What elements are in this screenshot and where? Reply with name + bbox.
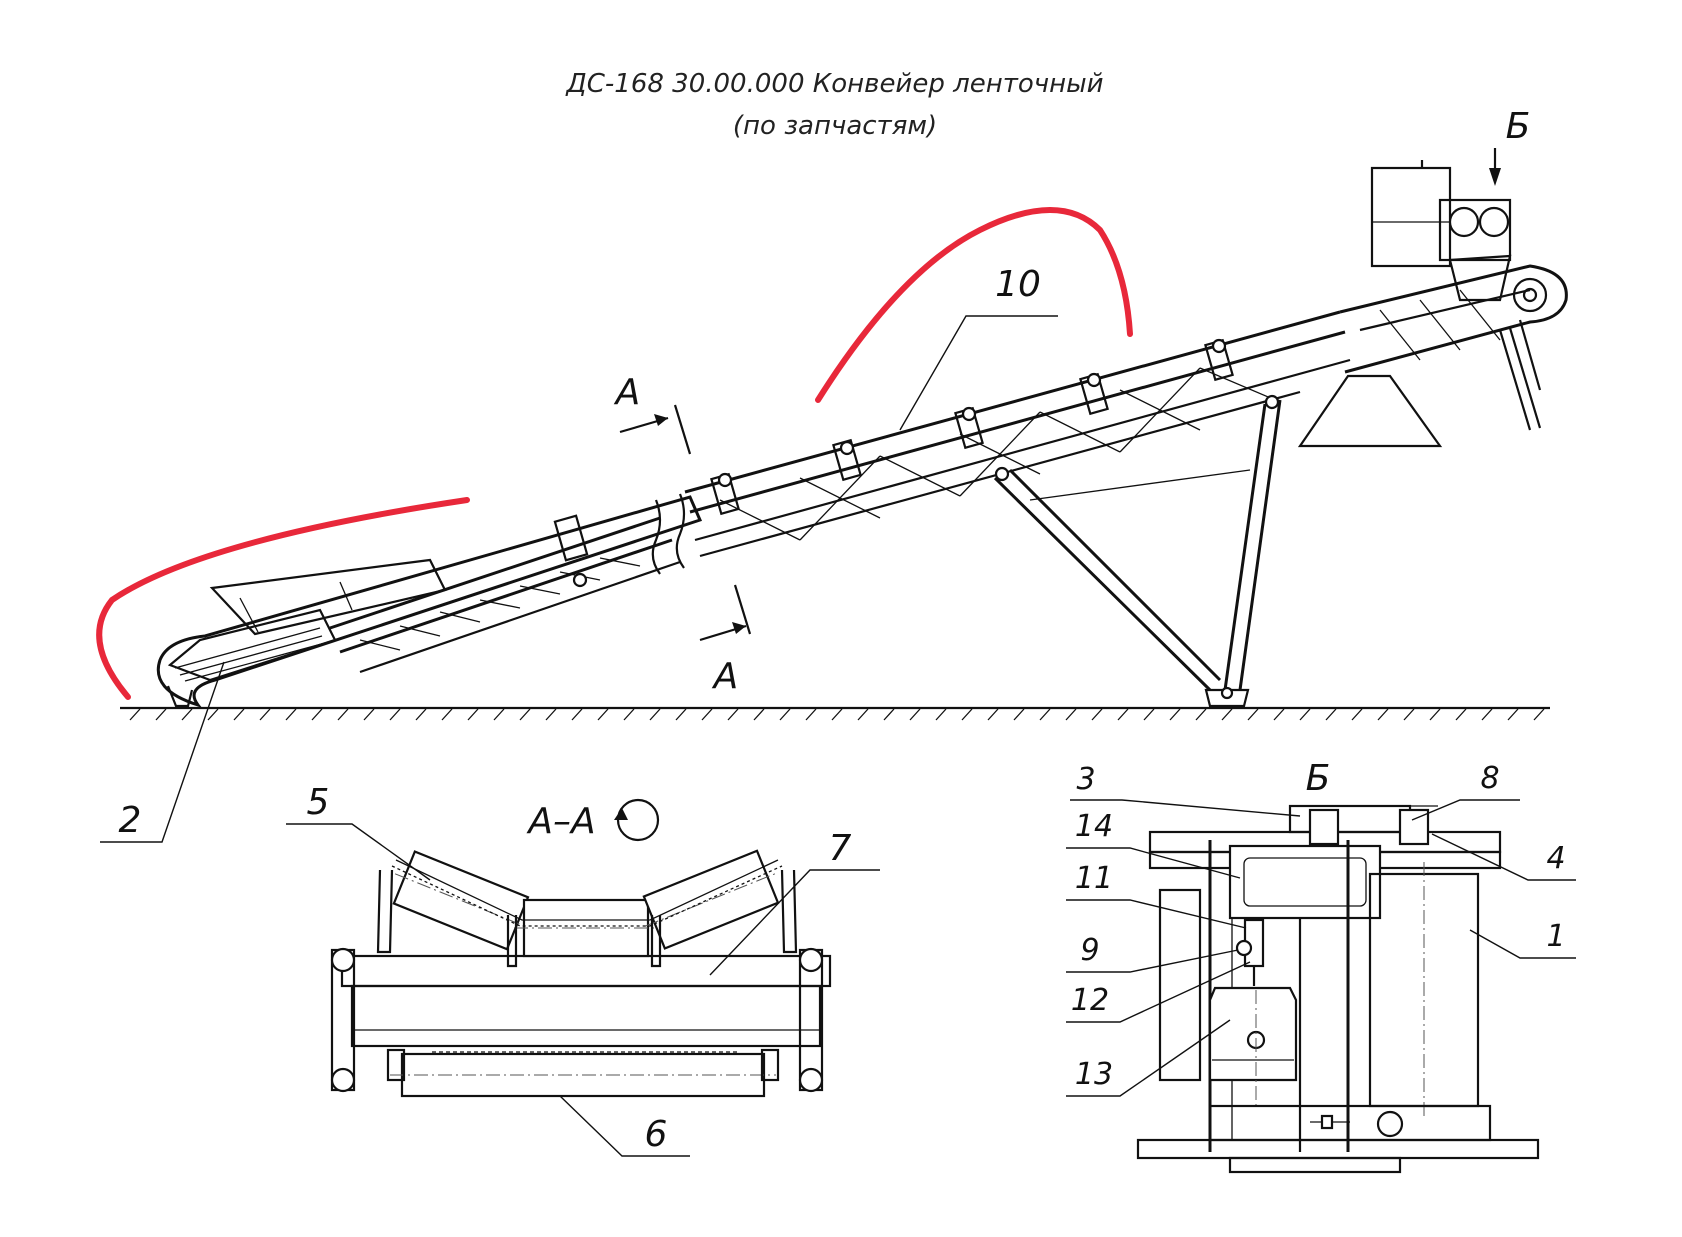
view-b-label: Б	[1306, 758, 1331, 799]
highlight-stroke-tail	[96, 497, 470, 700]
callout-13-label: 13	[1075, 1057, 1113, 1092]
callout-4-label: 4	[1546, 841, 1565, 876]
rotation-circle-icon	[614, 798, 660, 842]
section-a-bottom-label: А	[712, 656, 739, 697]
callout-11: 11	[1066, 861, 1247, 929]
callout-2: 2	[100, 661, 225, 843]
callout-1: 1	[1469, 919, 1576, 959]
section-a-top-label: А	[614, 372, 641, 413]
callout-13: 13	[1066, 1019, 1231, 1097]
conveyor-frame	[156, 160, 1568, 708]
section-aa-view: А–А	[330, 798, 832, 1098]
callout-8: 8	[1411, 761, 1520, 821]
callout-10-label: 10	[995, 264, 1041, 305]
callout-4: 4	[1431, 833, 1576, 881]
callout-7: 7	[709, 828, 880, 976]
callout-2-label: 2	[119, 800, 142, 841]
callout-5: 5	[286, 782, 431, 881]
callout-9: 9	[1066, 933, 1239, 973]
callout-3-label: 3	[1076, 762, 1095, 797]
view-b-detail: Б	[1136, 758, 1540, 1174]
callout-3: 3	[1070, 762, 1301, 817]
title-line-2: (по запчастям)	[733, 111, 937, 141]
view-b-arrow-label: Б	[1506, 106, 1531, 147]
callout-12-label: 12	[1071, 983, 1109, 1018]
callout-5-label: 5	[307, 782, 330, 823]
section-a-top-marker: А	[614, 372, 692, 455]
callout-14: 14	[1066, 809, 1241, 879]
view-b-arrow: Б	[1489, 106, 1530, 186]
ground-line	[120, 706, 1550, 721]
callout-9-label: 9	[1080, 933, 1099, 968]
callout-7-label: 7	[829, 828, 852, 869]
callout-14-label: 14	[1075, 809, 1113, 844]
callout-8-label: 8	[1480, 761, 1499, 796]
section-aa-label: А–А	[526, 801, 595, 842]
callout-12: 12	[1066, 961, 1251, 1023]
callout-1-label: 1	[1546, 919, 1565, 954]
callout-10: 10	[899, 264, 1058, 431]
highlight-stroke-upper	[815, 207, 1133, 403]
section-a-bottom-marker: А	[699, 584, 752, 697]
title-line-1: ДС-168 30.00.000 Конвейер ленточный	[565, 69, 1103, 99]
callout-6: 6	[559, 1095, 690, 1157]
callout-11-label: 11	[1075, 861, 1113, 896]
callout-6-label: 6	[645, 1114, 668, 1155]
